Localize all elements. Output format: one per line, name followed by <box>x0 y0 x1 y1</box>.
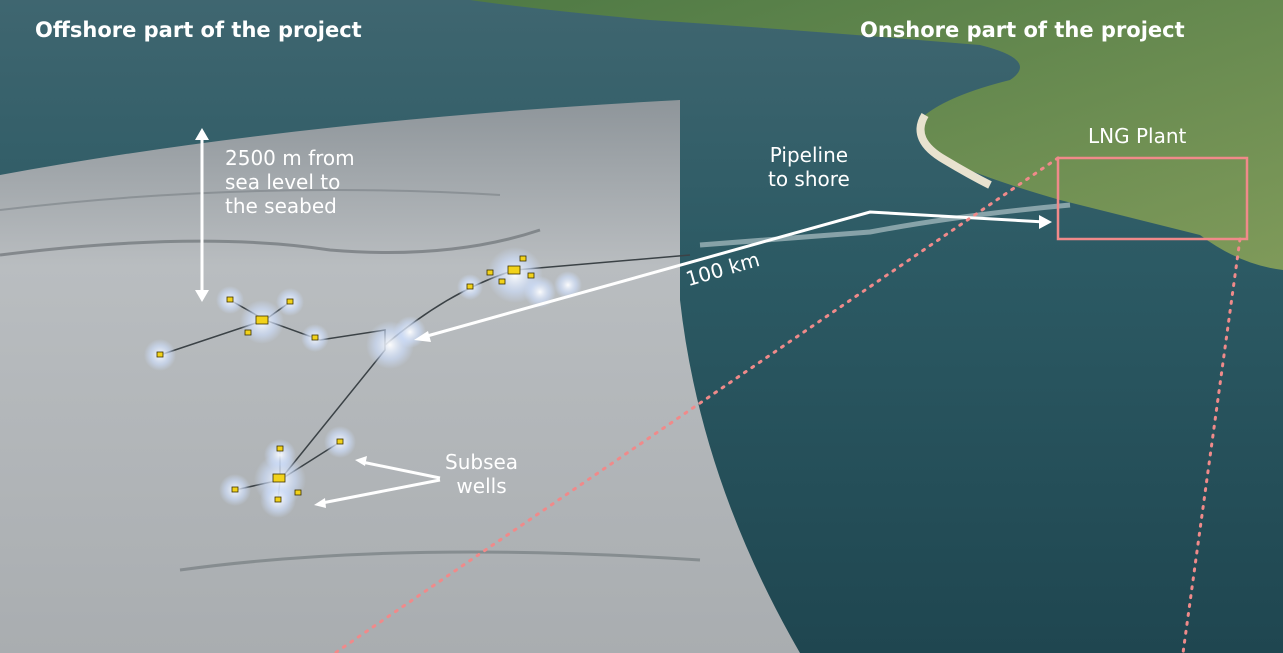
seabed <box>0 100 800 653</box>
beach <box>916 112 992 189</box>
pipeline-label-line1: Pipeline <box>769 143 849 167</box>
depth-label: 2500 m from sea level to the seabed <box>225 146 355 218</box>
depth-label-line1: 2500 m from <box>225 146 355 170</box>
zoom-lines <box>333 156 1242 653</box>
wells-label-line1: Subsea <box>445 450 519 474</box>
subsea-wells <box>144 247 582 518</box>
lng-plant-highlight-box <box>1056 156 1249 241</box>
onshore-header: Onshore part of the project <box>860 18 1185 42</box>
pipeline-label-line2: to shore <box>768 167 850 191</box>
wells-label-line2: wells <box>456 474 507 498</box>
offshore-header: Offshore part of the project <box>35 18 362 42</box>
arrows <box>195 128 1052 508</box>
lng-plant-label: LNG Plant <box>1088 124 1187 148</box>
pipeline-label: Pipeline to shore <box>768 143 850 191</box>
subsea-wells-label: Subsea wells <box>445 450 518 498</box>
coastline-land <box>470 0 1283 270</box>
depth-label-line2: sea level to <box>225 170 341 194</box>
depth-label-line3: the seabed <box>225 194 337 218</box>
